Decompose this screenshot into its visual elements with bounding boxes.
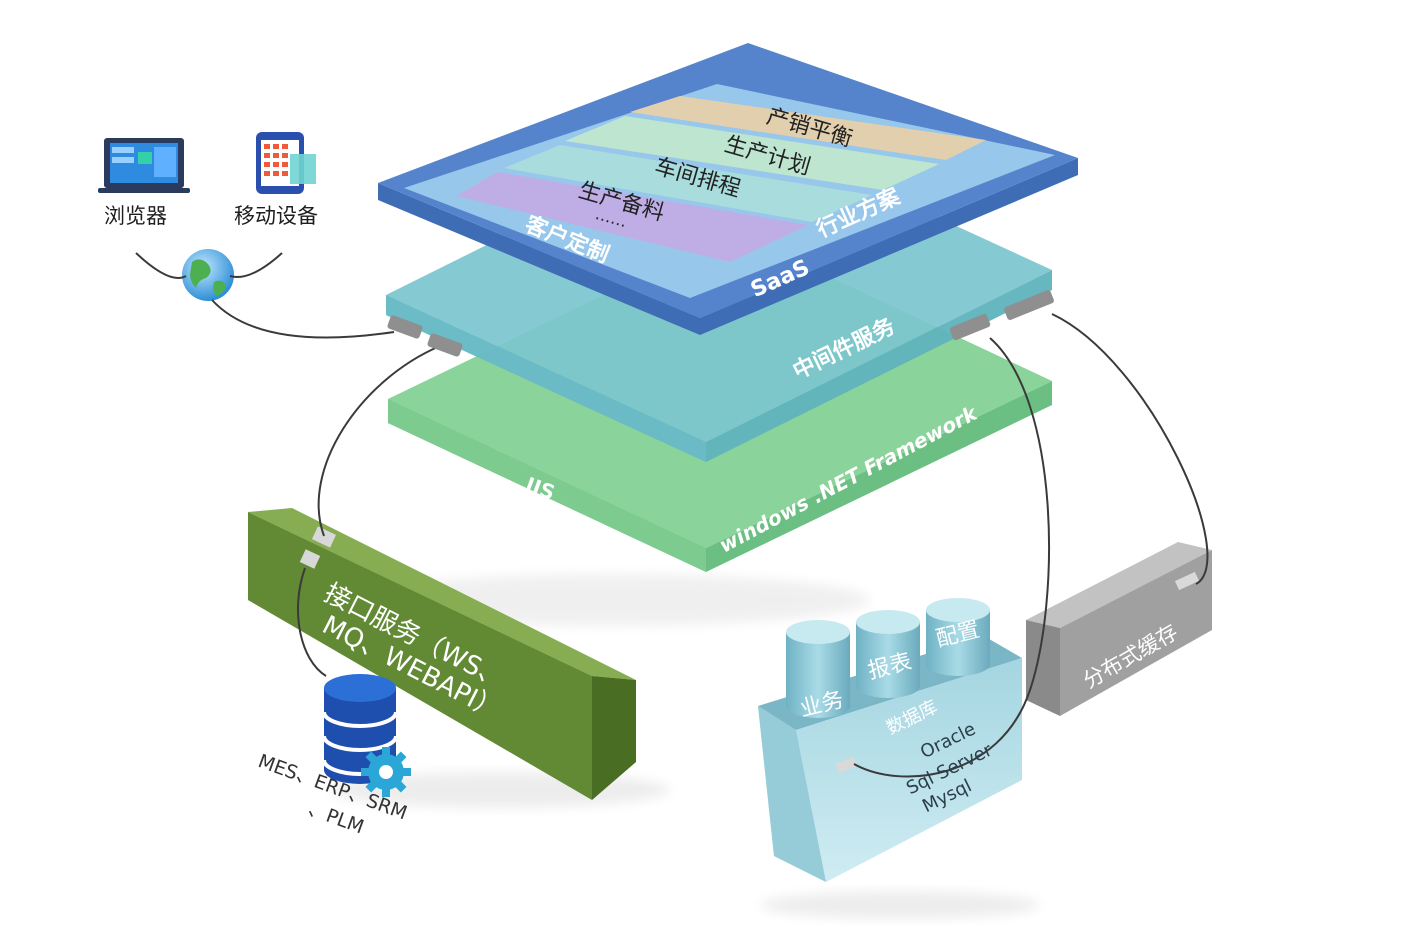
layer-band-3 — [504, 145, 872, 222]
saas-stack — [378, 43, 1078, 335]
plug-icon — [1004, 290, 1054, 320]
browser-icon — [98, 138, 190, 193]
layer-band-1 — [630, 96, 986, 160]
db-cylinder-business — [786, 620, 850, 718]
layer-band-4 — [456, 172, 808, 262]
cable-browser — [135, 252, 187, 279]
cable-cache — [1051, 313, 1209, 585]
layer-band-2 — [565, 116, 939, 190]
mobile-device-label: 移动设备 — [234, 204, 318, 228]
database-shadow — [760, 891, 1040, 919]
db-port-icon — [834, 756, 858, 774]
plug-icon — [387, 315, 423, 339]
mobile-device-icon — [256, 132, 316, 194]
cable-database — [853, 337, 1051, 778]
db-cylinder-config — [926, 598, 990, 676]
cables — [135, 252, 1209, 778]
cable-mobile — [229, 252, 283, 278]
gear-icon — [361, 747, 411, 797]
cache-box — [1026, 542, 1212, 716]
cable-interface-db — [297, 567, 327, 677]
cable-interface-up — [317, 345, 441, 537]
cable-internet — [211, 299, 395, 339]
internet-globe-icon — [182, 249, 234, 301]
db-cylinder-report — [856, 610, 920, 698]
database-box — [758, 598, 1022, 882]
interface-box — [248, 508, 636, 800]
connector-plugs — [387, 290, 1054, 357]
interface-port-icon — [311, 526, 337, 548]
plug-icon — [427, 333, 463, 357]
cache-port-icon — [1174, 571, 1200, 591]
plug-icon — [949, 313, 991, 341]
interface-port-icon — [299, 549, 321, 569]
browser-label: 浏览器 — [104, 204, 167, 228]
